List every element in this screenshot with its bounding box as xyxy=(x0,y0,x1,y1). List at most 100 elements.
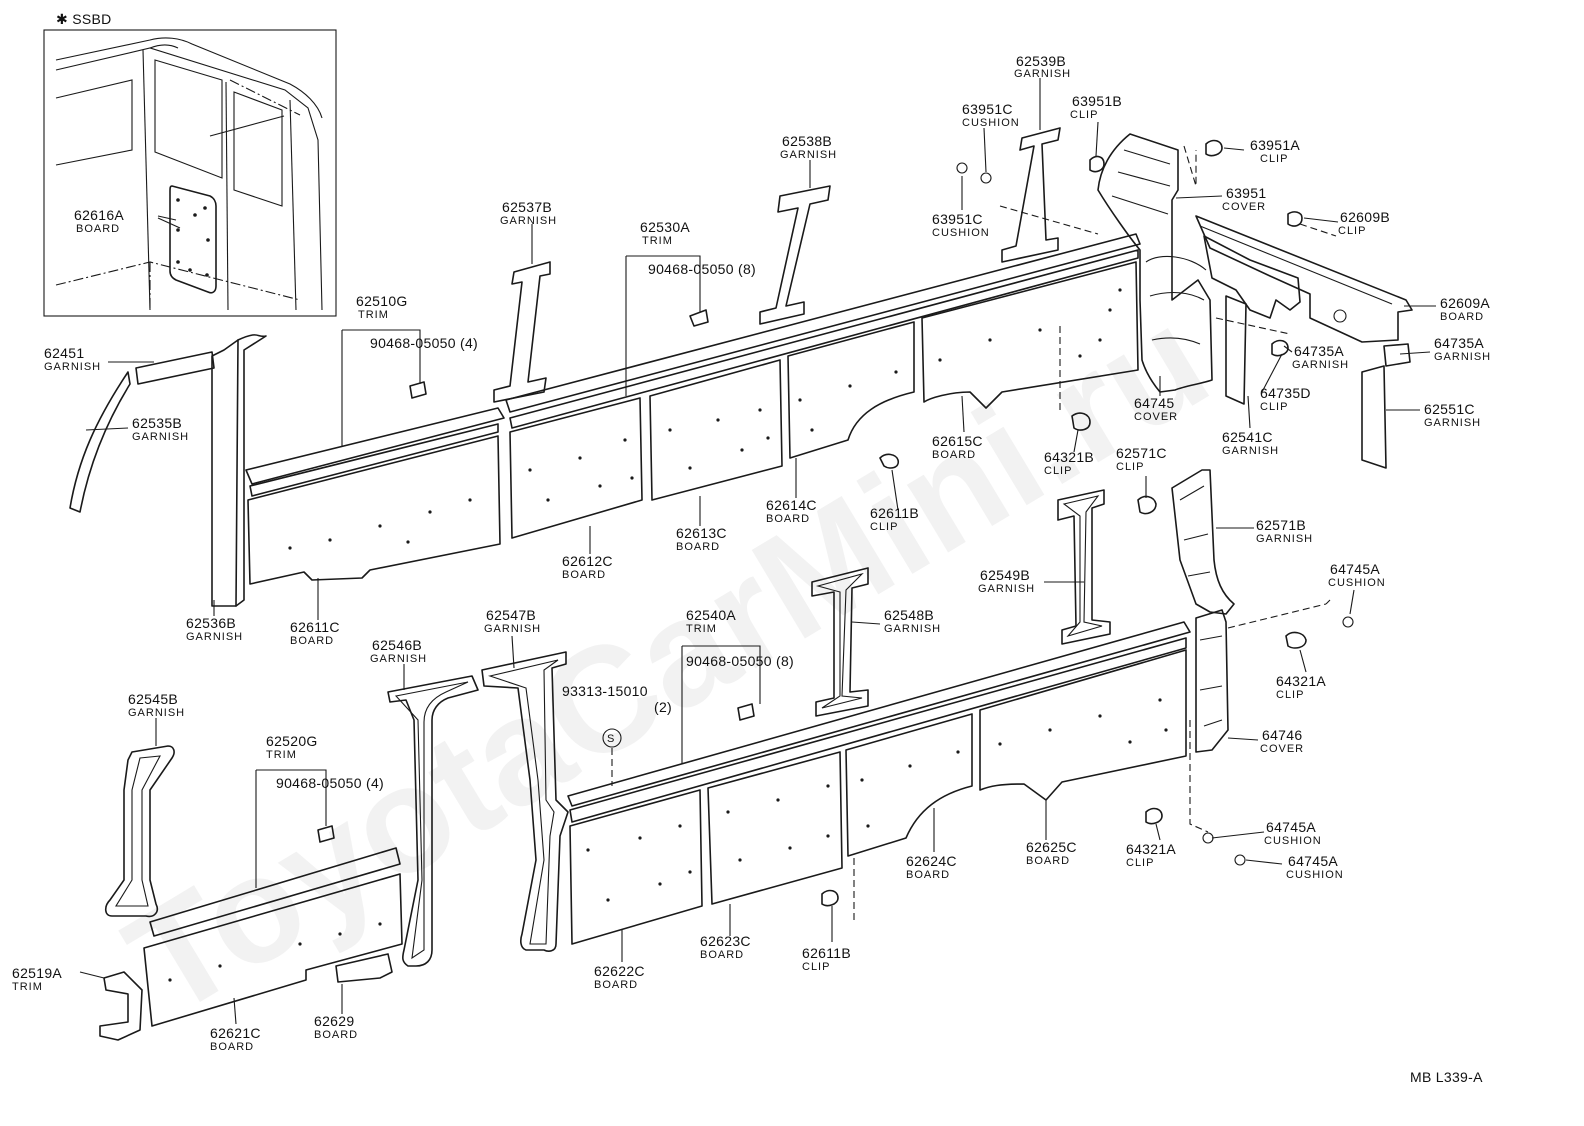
svg-text:(2): (2) xyxy=(654,699,672,715)
svg-text:GARNISH: GARNISH xyxy=(186,631,243,643)
svg-text:90468-05050 (4): 90468-05050 (4) xyxy=(276,775,384,791)
svg-text:BOARD: BOARD xyxy=(906,869,950,881)
svg-text:64321A: 64321A xyxy=(1126,841,1176,857)
svg-text:62611C: 62611C xyxy=(290,619,340,635)
svg-text:64321B: 64321B xyxy=(1044,449,1094,465)
svg-text:CLIP: CLIP xyxy=(1070,109,1098,121)
svg-text:62614C: 62614C xyxy=(766,497,817,513)
svg-text:62551C: 62551C xyxy=(1424,401,1475,417)
svg-text:90468-05050 (4): 90468-05050 (4) xyxy=(370,335,478,351)
svg-text:64746: 64746 xyxy=(1262,727,1302,743)
svg-text:BOARD: BOARD xyxy=(594,979,638,991)
svg-text:BOARD: BOARD xyxy=(210,1041,254,1053)
svg-text:GARNISH: GARNISH xyxy=(978,583,1035,595)
svg-text:62546B: 62546B xyxy=(372,637,422,653)
svg-text:64735A: 64735A xyxy=(1294,343,1344,359)
svg-text:GARNISH: GARNISH xyxy=(1222,445,1279,457)
svg-text:64321A: 64321A xyxy=(1276,673,1326,689)
svg-text:GARNISH: GARNISH xyxy=(1014,68,1071,80)
svg-text:62541C: 62541C xyxy=(1222,429,1273,445)
svg-text:62611B: 62611B xyxy=(870,505,919,521)
svg-text:BOARD: BOARD xyxy=(766,513,810,525)
svg-text:63951A: 63951A xyxy=(1250,137,1300,153)
svg-text:64745A: 64745A xyxy=(1330,561,1380,577)
svg-text:62540A: 62540A xyxy=(686,607,736,623)
inset-marker: ✱ SSBD xyxy=(56,11,112,27)
drawing-code: MB L339-A xyxy=(1410,1069,1483,1085)
svg-text:TRIM: TRIM xyxy=(686,623,717,635)
svg-text:TRIM: TRIM xyxy=(358,309,389,321)
svg-text:CLIP: CLIP xyxy=(1260,401,1288,413)
svg-text:63951B: 63951B xyxy=(1072,93,1122,109)
svg-text:62629: 62629 xyxy=(314,1013,354,1029)
svg-text:62530A: 62530A xyxy=(640,219,690,235)
svg-text:62622C: 62622C xyxy=(594,963,645,979)
svg-text:62615C: 62615C xyxy=(932,433,983,449)
svg-text:CUSHION: CUSHION xyxy=(962,117,1020,129)
svg-text:62571B: 62571B xyxy=(1256,517,1306,533)
svg-text:62612C: 62612C xyxy=(562,553,613,569)
svg-text:GARNISH: GARNISH xyxy=(1434,351,1491,363)
svg-text:CUSHION: CUSHION xyxy=(1328,577,1386,589)
svg-text:63951C: 63951C xyxy=(932,211,983,227)
svg-text:64745A: 64745A xyxy=(1266,819,1316,835)
svg-text:GARNISH: GARNISH xyxy=(1424,417,1481,429)
svg-text:TRIM: TRIM xyxy=(266,749,297,761)
svg-text:GARNISH: GARNISH xyxy=(128,707,185,719)
svg-text:CLIP: CLIP xyxy=(1260,153,1288,165)
svg-text:62609A: 62609A xyxy=(1440,295,1490,311)
svg-text:62535B: 62535B xyxy=(132,415,182,431)
svg-text:COVER: COVER xyxy=(1222,201,1266,213)
callout-90468-05050-4a: 90468-05050 (4) xyxy=(370,335,478,351)
svg-text:GARNISH: GARNISH xyxy=(44,361,101,373)
svg-text:BOARD: BOARD xyxy=(1440,311,1484,323)
svg-text:CLIP: CLIP xyxy=(1276,689,1304,701)
svg-text:BOARD: BOARD xyxy=(290,635,334,647)
svg-text:CLIP: CLIP xyxy=(870,521,898,533)
leader-lines xyxy=(79,78,1436,1025)
svg-text:62611B: 62611B xyxy=(802,945,851,961)
upper-side-assembly xyxy=(69,127,1413,607)
svg-text:90468-05050 (8): 90468-05050 (8) xyxy=(648,261,756,277)
svg-text:62539B: 62539B xyxy=(1016,53,1066,69)
svg-text:64745A: 64745A xyxy=(1288,853,1338,869)
callout-90468-05050-4b: 90468-05050 (4) xyxy=(276,775,384,791)
svg-text:62624C: 62624C xyxy=(906,853,957,869)
svg-text:90468-05050 (8): 90468-05050 (8) xyxy=(686,653,794,669)
svg-text:CLIP: CLIP xyxy=(1338,225,1366,237)
svg-text:CLIP: CLIP xyxy=(1126,857,1154,869)
svg-text:GARNISH: GARNISH xyxy=(1256,533,1313,545)
